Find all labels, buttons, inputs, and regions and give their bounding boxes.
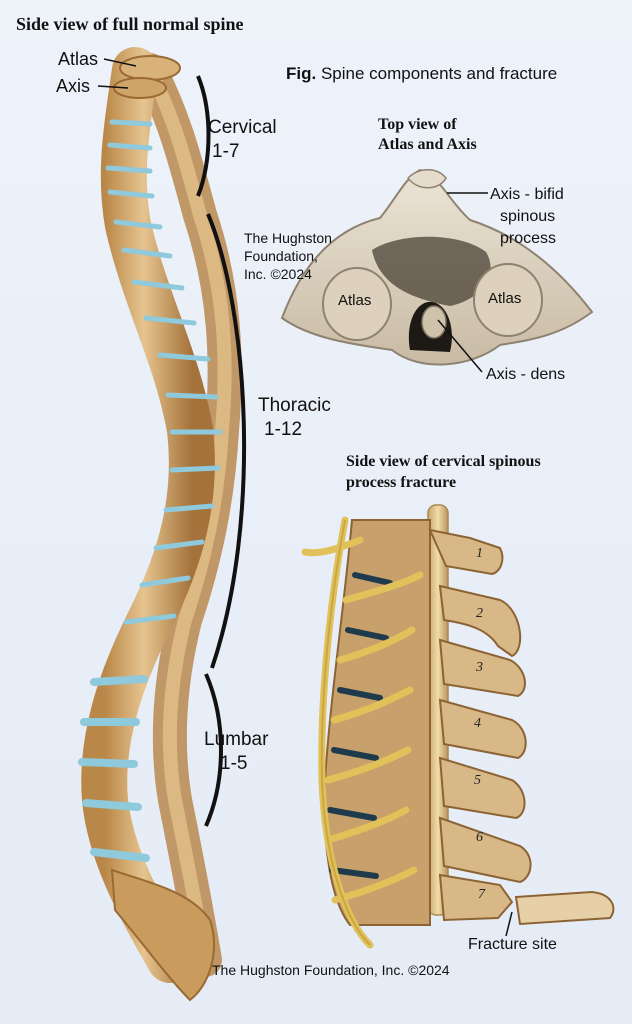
top-view-title: Top view of Atlas and Axis [378,115,477,155]
fracture-leader-line [505,911,513,937]
vertebra-number-2: 2 [476,606,483,621]
atlas-right-label: Atlas [488,290,522,307]
thoracic-range: 1-12 [264,419,303,440]
lumbar-range: 1-5 [220,753,248,774]
lumbar-name: Lumbar [204,729,269,750]
main-title: Side view of full normal spine [16,14,244,34]
cervical-bracket [196,75,211,197]
cervical-fracture-illustration [301,504,615,949]
bifid-label-line3: process [500,230,557,247]
fracture-view-title-line1: Side view of cervical spinous [346,453,541,470]
vertebra-number-5: 5 [474,773,481,788]
atlas-leader-line [103,58,137,67]
axis-label: Axis [56,76,91,96]
footer-copyright: The Hughston Foundation, Inc. ©2024 [212,962,450,978]
vertebra-number-7: 7 [478,887,485,902]
fracture-view-title: Side view of cervical spinous process fr… [346,451,541,493]
top-view-title-line2: Atlas and Axis [378,136,477,153]
copyright-mid-line2: Foundation, [244,248,318,264]
copyright-mid: The Hughston Foundation, Inc. ©2024 [244,229,332,283]
cervical-region-label: Cervical 1-7 [208,116,277,164]
atlas-axis-top-view [280,168,594,366]
bifid-label-line1: Axis - bifid [490,186,564,203]
vertebra-number-3: 3 [476,660,483,675]
axis-leader-line [97,85,129,89]
figure-prefix: Fig. [286,64,317,83]
lumbar-bracket [204,673,223,827]
atlas-left-label: Atlas [338,292,372,309]
dens-leader-line [437,319,483,373]
top-view-title-line1: Top view of [378,116,457,133]
vertebra-number-6: 6 [476,830,483,845]
dens-label: Axis - dens [486,366,566,383]
vertebra-number-1: 1 [476,546,483,561]
cervical-range: 1-7 [212,141,240,162]
copyright-mid-line1: The Hughston [244,230,332,246]
figure-caption: Fig. Spine components and fracture [286,64,557,84]
figure-caption-text: Spine components and fracture [320,64,558,83]
thoracic-region-label: Thoracic 1-12 [258,394,331,442]
cervical-name: Cervical [208,117,277,138]
lumbar-region-label: Lumbar 1-5 [204,728,268,776]
bifid-label: Axis - bifid spinous process [490,184,564,250]
fracture-view-title-line2: process fracture [346,474,457,491]
thoracic-bracket [206,213,247,669]
full-spine-illustration [78,47,242,1002]
copyright-mid-line3: Inc. ©2024 [244,266,312,282]
thoracic-name: Thoracic [258,395,331,416]
fracture-site-label: Fracture site [468,936,557,953]
bifid-label-line2: spinous [500,208,556,225]
vertebra-number-4: 4 [474,716,481,731]
atlas-label: Atlas [58,49,99,69]
